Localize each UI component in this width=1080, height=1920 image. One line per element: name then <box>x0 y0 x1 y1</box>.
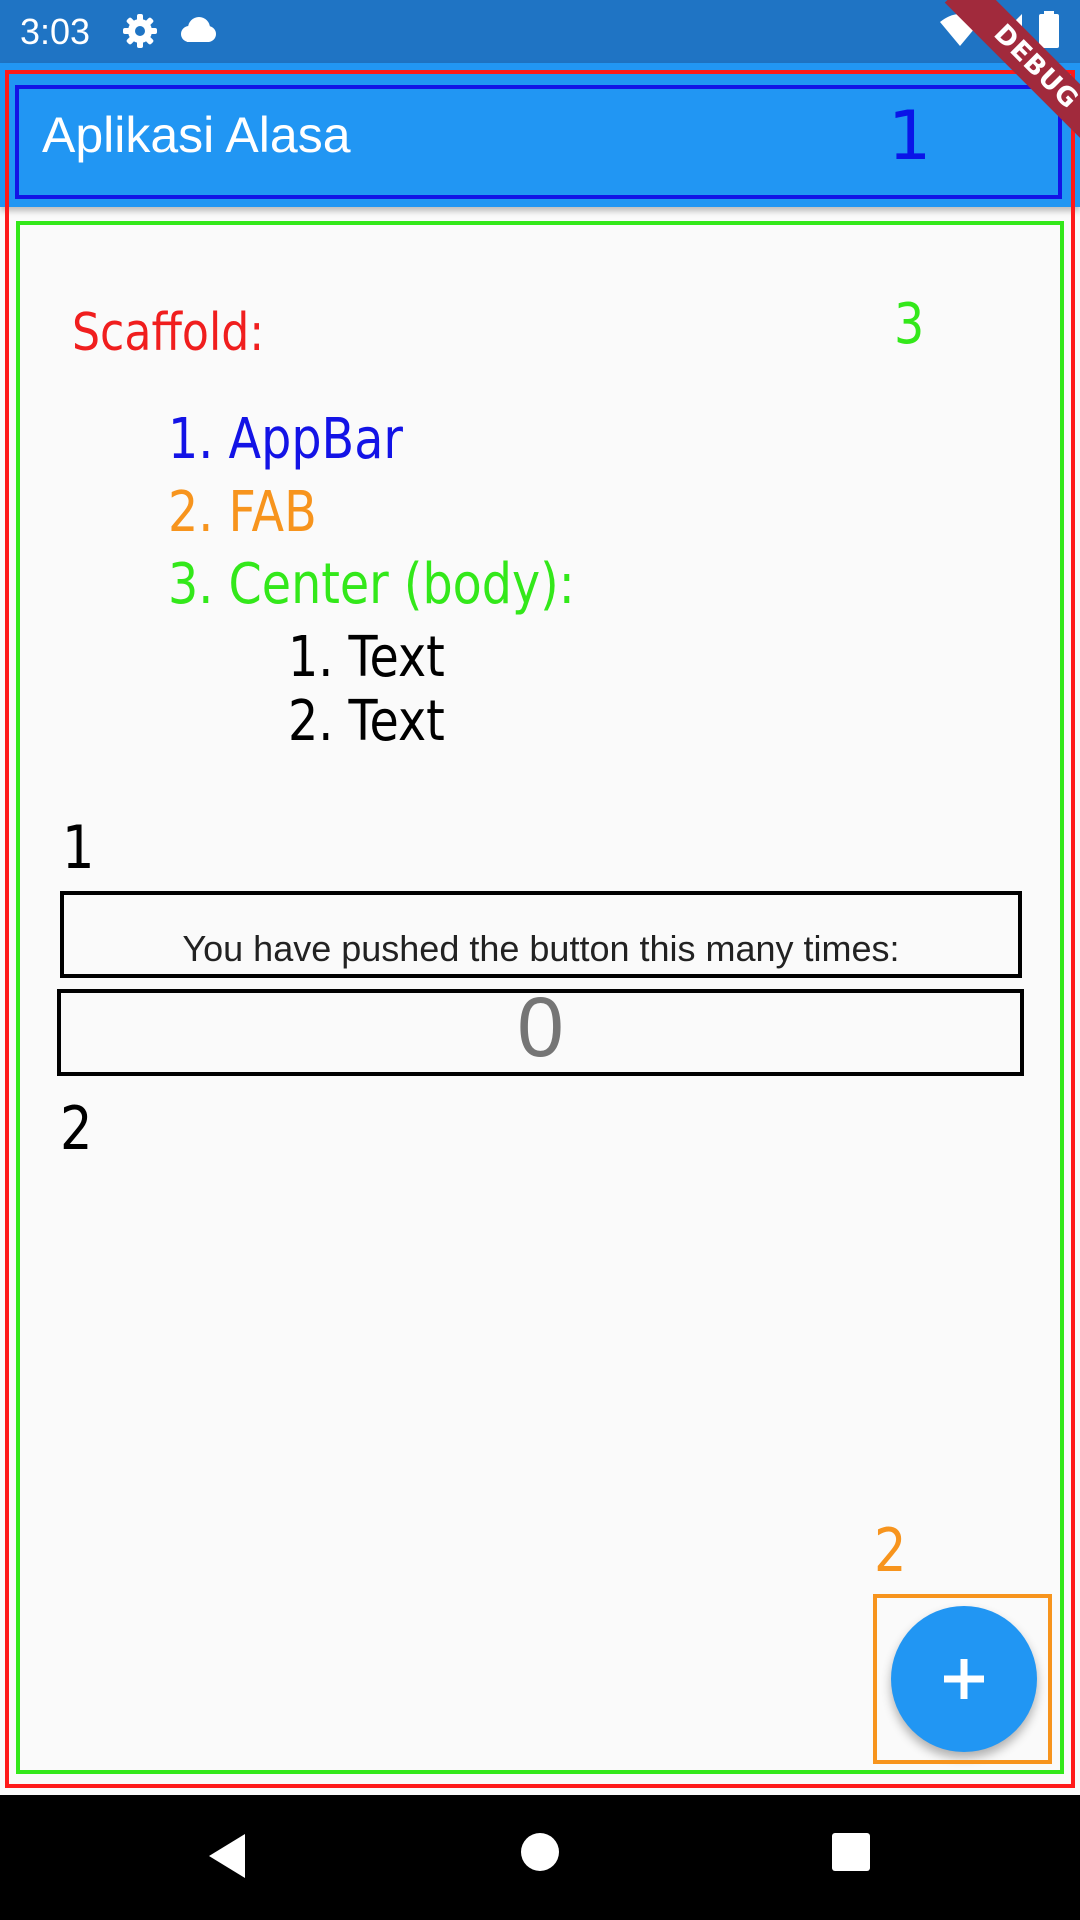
battery-icon <box>1038 11 1060 53</box>
counter-value: 0 <box>517 980 564 1074</box>
body-annotation-number: 3 <box>894 292 925 357</box>
status-bar: 3:03 <box>0 0 1080 63</box>
app-title: Aplikasi Alasa <box>42 107 351 163</box>
text-two-annotation-number: 2 <box>60 1094 93 1164</box>
sub-item-text-1: 1. Text <box>288 625 445 690</box>
plus-icon <box>931 1646 997 1716</box>
appbar-annotation-number: 1 <box>888 97 932 176</box>
list-item-appbar: 1. AppBar <box>168 407 403 472</box>
scaffold-heading: Scaffold: <box>72 303 265 363</box>
back-icon[interactable] <box>205 1832 249 1884</box>
navigation-bar <box>0 1795 1080 1920</box>
list-item-fab: 2. FAB <box>168 480 317 545</box>
increment-fab-button[interactable] <box>891 1606 1037 1752</box>
app-bar: Aplikasi Alasa 1 <box>0 63 1080 207</box>
list-item-center: 3. Center (body): <box>168 552 575 617</box>
text-one-annotation-number: 1 <box>62 813 95 883</box>
cloud-icon <box>177 16 217 48</box>
status-time: 3:03 <box>20 11 91 52</box>
counter-message: You have pushed the button this many tim… <box>182 928 900 969</box>
gear-icon <box>122 13 158 53</box>
fab-annotation-number: 2 <box>874 1516 907 1586</box>
sub-item-text-2: 2. Text <box>288 689 445 754</box>
home-icon[interactable] <box>520 1832 560 1876</box>
recents-icon[interactable] <box>831 1832 871 1876</box>
